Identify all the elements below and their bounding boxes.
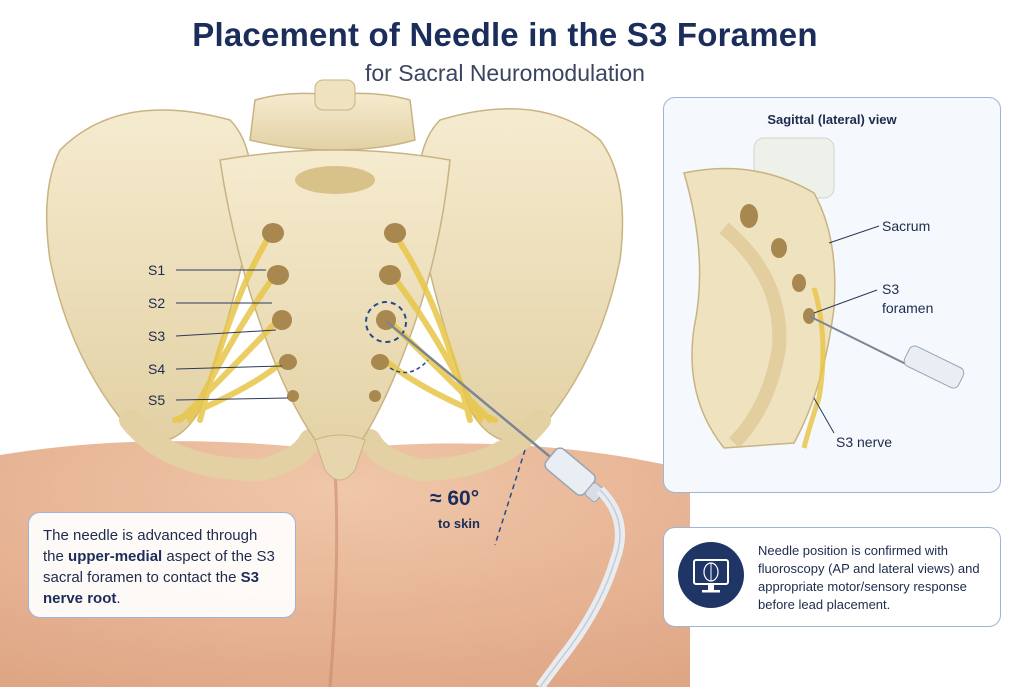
angle-caption: to skin	[438, 516, 480, 531]
sagittal-illustration	[683, 137, 965, 449]
sagittal-needle	[808, 315, 915, 369]
label-leaders	[175, 269, 289, 401]
label-s3: S3	[148, 328, 166, 344]
gluteal-cleft	[328, 469, 339, 687]
confirmation-text: Needle position is confirmed with fluoro…	[758, 543, 980, 612]
coccyx	[314, 434, 366, 481]
skin	[0, 441, 690, 687]
right-ilium	[416, 108, 624, 442]
left-ramus	[119, 409, 321, 482]
spinous-process	[314, 79, 356, 111]
sagittal-nerve	[801, 287, 826, 449]
leader-s3-nerve	[813, 397, 835, 434]
description-emphasis-2: S3 nerve root	[43, 569, 259, 607]
monitor-icon	[678, 542, 744, 608]
page-subtitle: for Sacral Neuromodulation	[365, 60, 645, 86]
angle-reference-line	[494, 449, 526, 546]
label-sacrum: Sacrum	[882, 218, 931, 234]
right-ramus	[359, 409, 551, 482]
page-title: Placement of Needle in the S3 Foramen	[192, 16, 818, 53]
label-s3-nerve: S3 nerve	[836, 434, 893, 450]
left-foramina	[262, 223, 299, 402]
right-foramina	[369, 223, 406, 402]
description-text-1: The needle is advanced through the	[43, 527, 258, 565]
label-s5: S5	[148, 392, 166, 408]
leader-s3-foramen	[813, 289, 878, 314]
sagittal-view-panel: Sagittal (lateral) view Sacrum S3 forame…	[663, 97, 1001, 493]
label-s3-foramen-line2: foramen	[882, 300, 934, 316]
needle	[386, 321, 561, 466]
label-s2: S2	[148, 295, 166, 311]
label-s1: S1	[148, 262, 166, 278]
confirmation-callout: Needle position is confirmed with fluoro…	[663, 527, 1001, 627]
angle-arc	[389, 359, 429, 374]
leader-sacrum	[828, 225, 880, 244]
description-callout: The needle is advanced through the upper…	[28, 512, 296, 618]
needle-hub	[544, 447, 605, 503]
sagittal-sacrum	[683, 167, 836, 449]
description-text-3: .	[116, 590, 121, 607]
sagittal-title: Sagittal (lateral) view	[767, 112, 897, 127]
description-text-2: aspect of the S3 sacral foramen to conta…	[43, 548, 275, 586]
sagittal-needle-hub	[903, 345, 965, 389]
label-s4: S4	[148, 361, 166, 377]
angle-value: ≈ 60°	[430, 487, 480, 510]
l5-vertebra	[249, 92, 416, 151]
target-circle	[365, 301, 407, 343]
description-emphasis-1: upper-medial	[68, 548, 163, 565]
sacral-canal	[295, 166, 375, 194]
label-s3-foramen-line1: S3	[882, 281, 900, 297]
